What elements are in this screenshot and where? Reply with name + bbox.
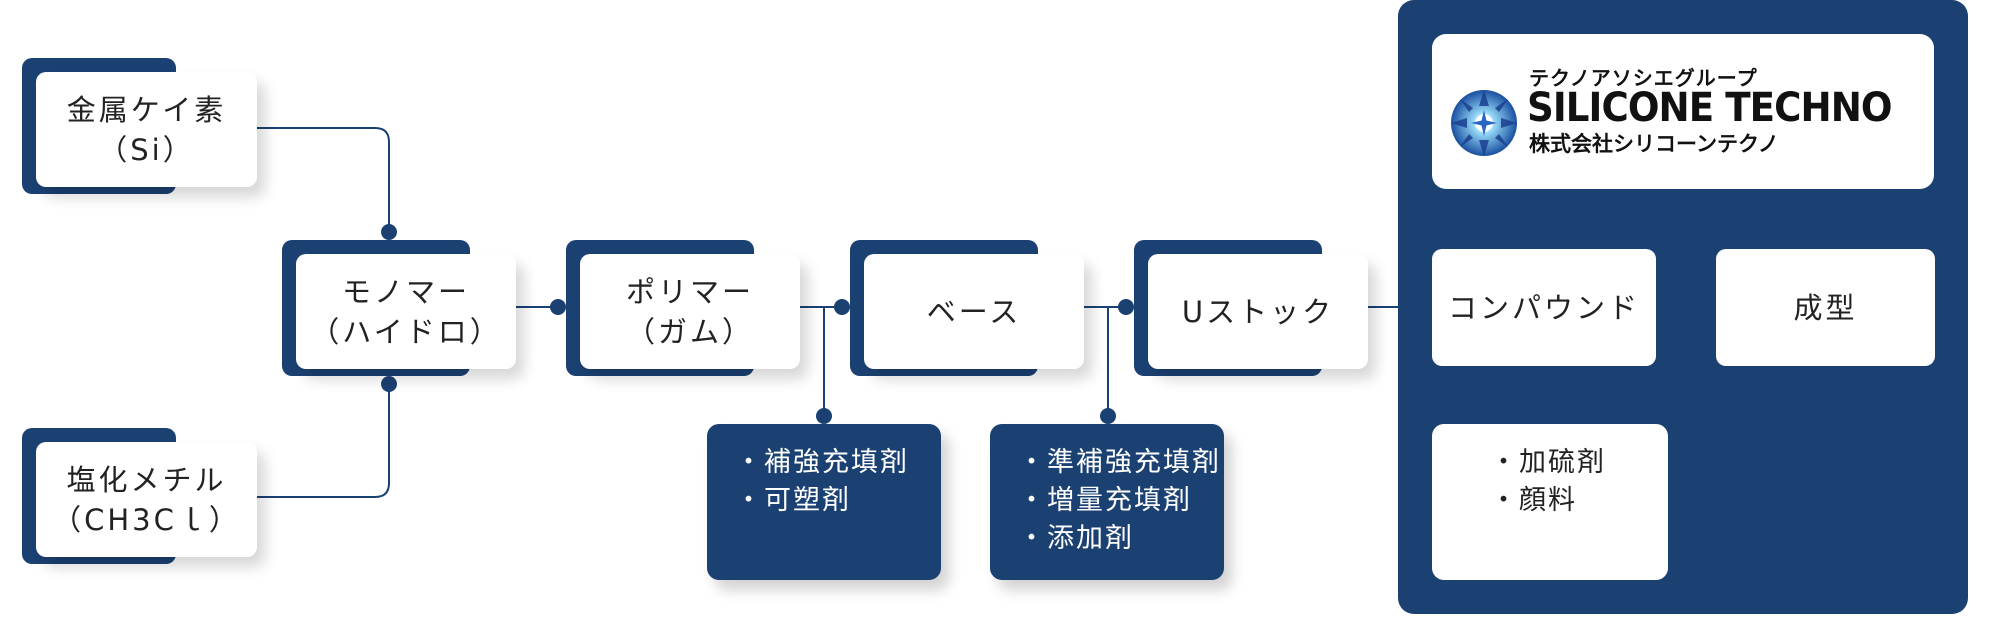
node-polymer: ポリマー （ガム） bbox=[580, 254, 800, 369]
connector-dot bbox=[381, 376, 397, 392]
node-label: ベース bbox=[926, 294, 1022, 329]
logo-box bbox=[1432, 34, 1934, 189]
node-metal-silicon: 金属ケイ素 （Si） bbox=[36, 72, 257, 187]
connector-dot bbox=[381, 224, 397, 240]
node-label: コンパウンド bbox=[1447, 290, 1640, 325]
connector-dot bbox=[1118, 299, 1134, 315]
sun-emblem-icon bbox=[1451, 90, 1517, 156]
node-monomer: モノマー （ハイドロ） bbox=[296, 254, 516, 369]
additive-item: ・増量充填剤 bbox=[1018, 485, 1192, 516]
additive-item: ・可塑剤 bbox=[735, 485, 851, 516]
node-sublabel: （CH3Cｌ） bbox=[52, 502, 241, 537]
node-u-stock: Uストック bbox=[1148, 254, 1368, 369]
node-label: Uストック bbox=[1181, 294, 1335, 329]
additive-item: ・補強充填剤 bbox=[735, 447, 909, 478]
additive-item: ・顔料 bbox=[1490, 485, 1577, 516]
node-sublabel: （ガム） bbox=[625, 314, 754, 349]
logo-wordmark: SILICONE TECHNO bbox=[1527, 85, 1893, 131]
node-sublabel: （Si） bbox=[98, 132, 195, 167]
additives-base-ustock: ・準補強充填剤 ・増量充填剤 ・添加剤 bbox=[990, 424, 1224, 580]
connector-ch3cl-monomer bbox=[257, 384, 390, 498]
node-methyl-chloride: 塩化メチル （CH3Cｌ） bbox=[36, 442, 257, 557]
node-compound: コンパウンド bbox=[1432, 249, 1656, 366]
logo-company: 株式会社シリコーンテクノ bbox=[1529, 132, 1779, 156]
node-label: 金属ケイ素 bbox=[66, 92, 227, 127]
additives-polymer-base: ・補強充填剤 ・可塑剤 bbox=[707, 424, 941, 580]
node-base: ベース bbox=[864, 254, 1084, 369]
additive-item: ・添加剤 bbox=[1018, 523, 1134, 554]
node-label: ポリマー bbox=[625, 274, 754, 309]
node-label: 塩化メチル bbox=[66, 462, 227, 497]
node-molding: 成型 bbox=[1716, 249, 1935, 366]
node-label: 成型 bbox=[1793, 290, 1858, 325]
node-sublabel: （ハイドロ） bbox=[310, 314, 502, 349]
connector-dot bbox=[550, 299, 566, 315]
additive-item: ・加硫剤 bbox=[1490, 447, 1606, 478]
connector-dot bbox=[816, 408, 832, 424]
additive-item: ・準補強充填剤 bbox=[1018, 447, 1221, 478]
connector-si-monomer bbox=[257, 127, 390, 232]
connector-dot bbox=[1100, 408, 1116, 424]
additives-compound: ・加硫剤 ・顔料 bbox=[1432, 424, 1668, 580]
logo-kana: テクノアソシエグループ bbox=[1529, 66, 1758, 90]
node-label: モノマー bbox=[341, 274, 470, 309]
connector-dot bbox=[834, 299, 850, 315]
